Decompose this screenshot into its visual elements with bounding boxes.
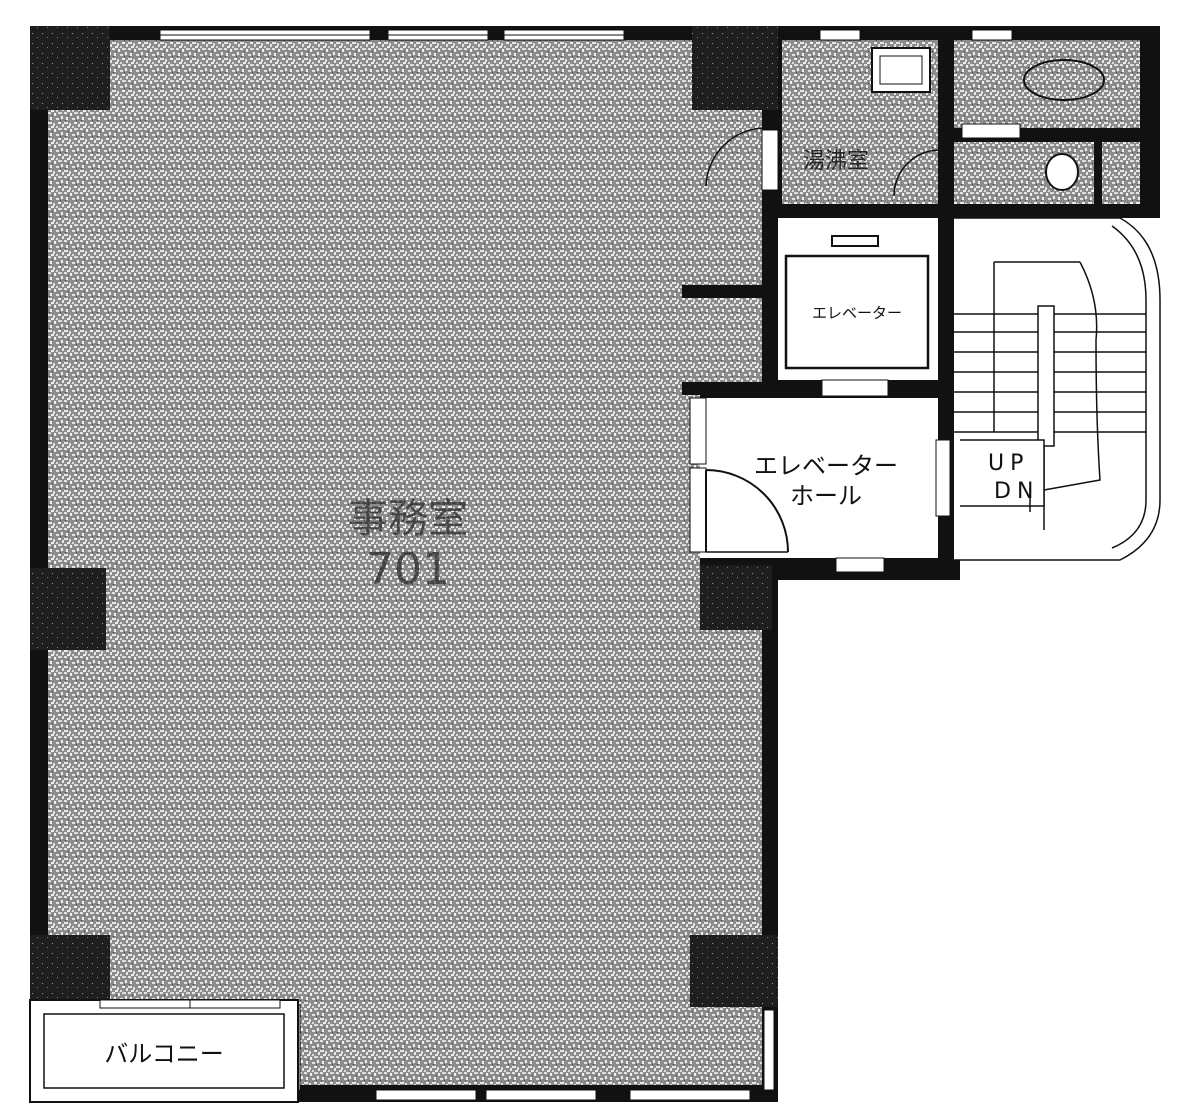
- shaft-lower: [680, 640, 762, 740]
- windows-bottom: [375, 1089, 751, 1101]
- elevator-hall: [689, 397, 951, 573]
- elevator-shaft: [778, 218, 938, 397]
- elevator-hall-label-1: エレベーター: [754, 452, 898, 480]
- elevator-hall-label-2: ホール: [790, 482, 862, 510]
- utility-block: [705, 29, 1140, 204]
- office-name-label: 事務室: [348, 496, 468, 542]
- elevator-label: エレベーター: [812, 304, 902, 322]
- structural-columns: [30, 26, 778, 1007]
- office-room-701: [48, 40, 762, 1085]
- shaft-upper: [682, 298, 762, 382]
- office-number-label: 701: [366, 544, 450, 595]
- staircase: [954, 217, 1161, 561]
- balcony-label: バルコニー: [104, 1040, 224, 1068]
- balcony: [29, 999, 299, 1103]
- kitchen-label: 湯沸室: [803, 149, 869, 174]
- stairs-up-label: UP: [988, 451, 1029, 476]
- stairs-down-label: DN: [994, 479, 1039, 504]
- windows-top: [159, 29, 625, 41]
